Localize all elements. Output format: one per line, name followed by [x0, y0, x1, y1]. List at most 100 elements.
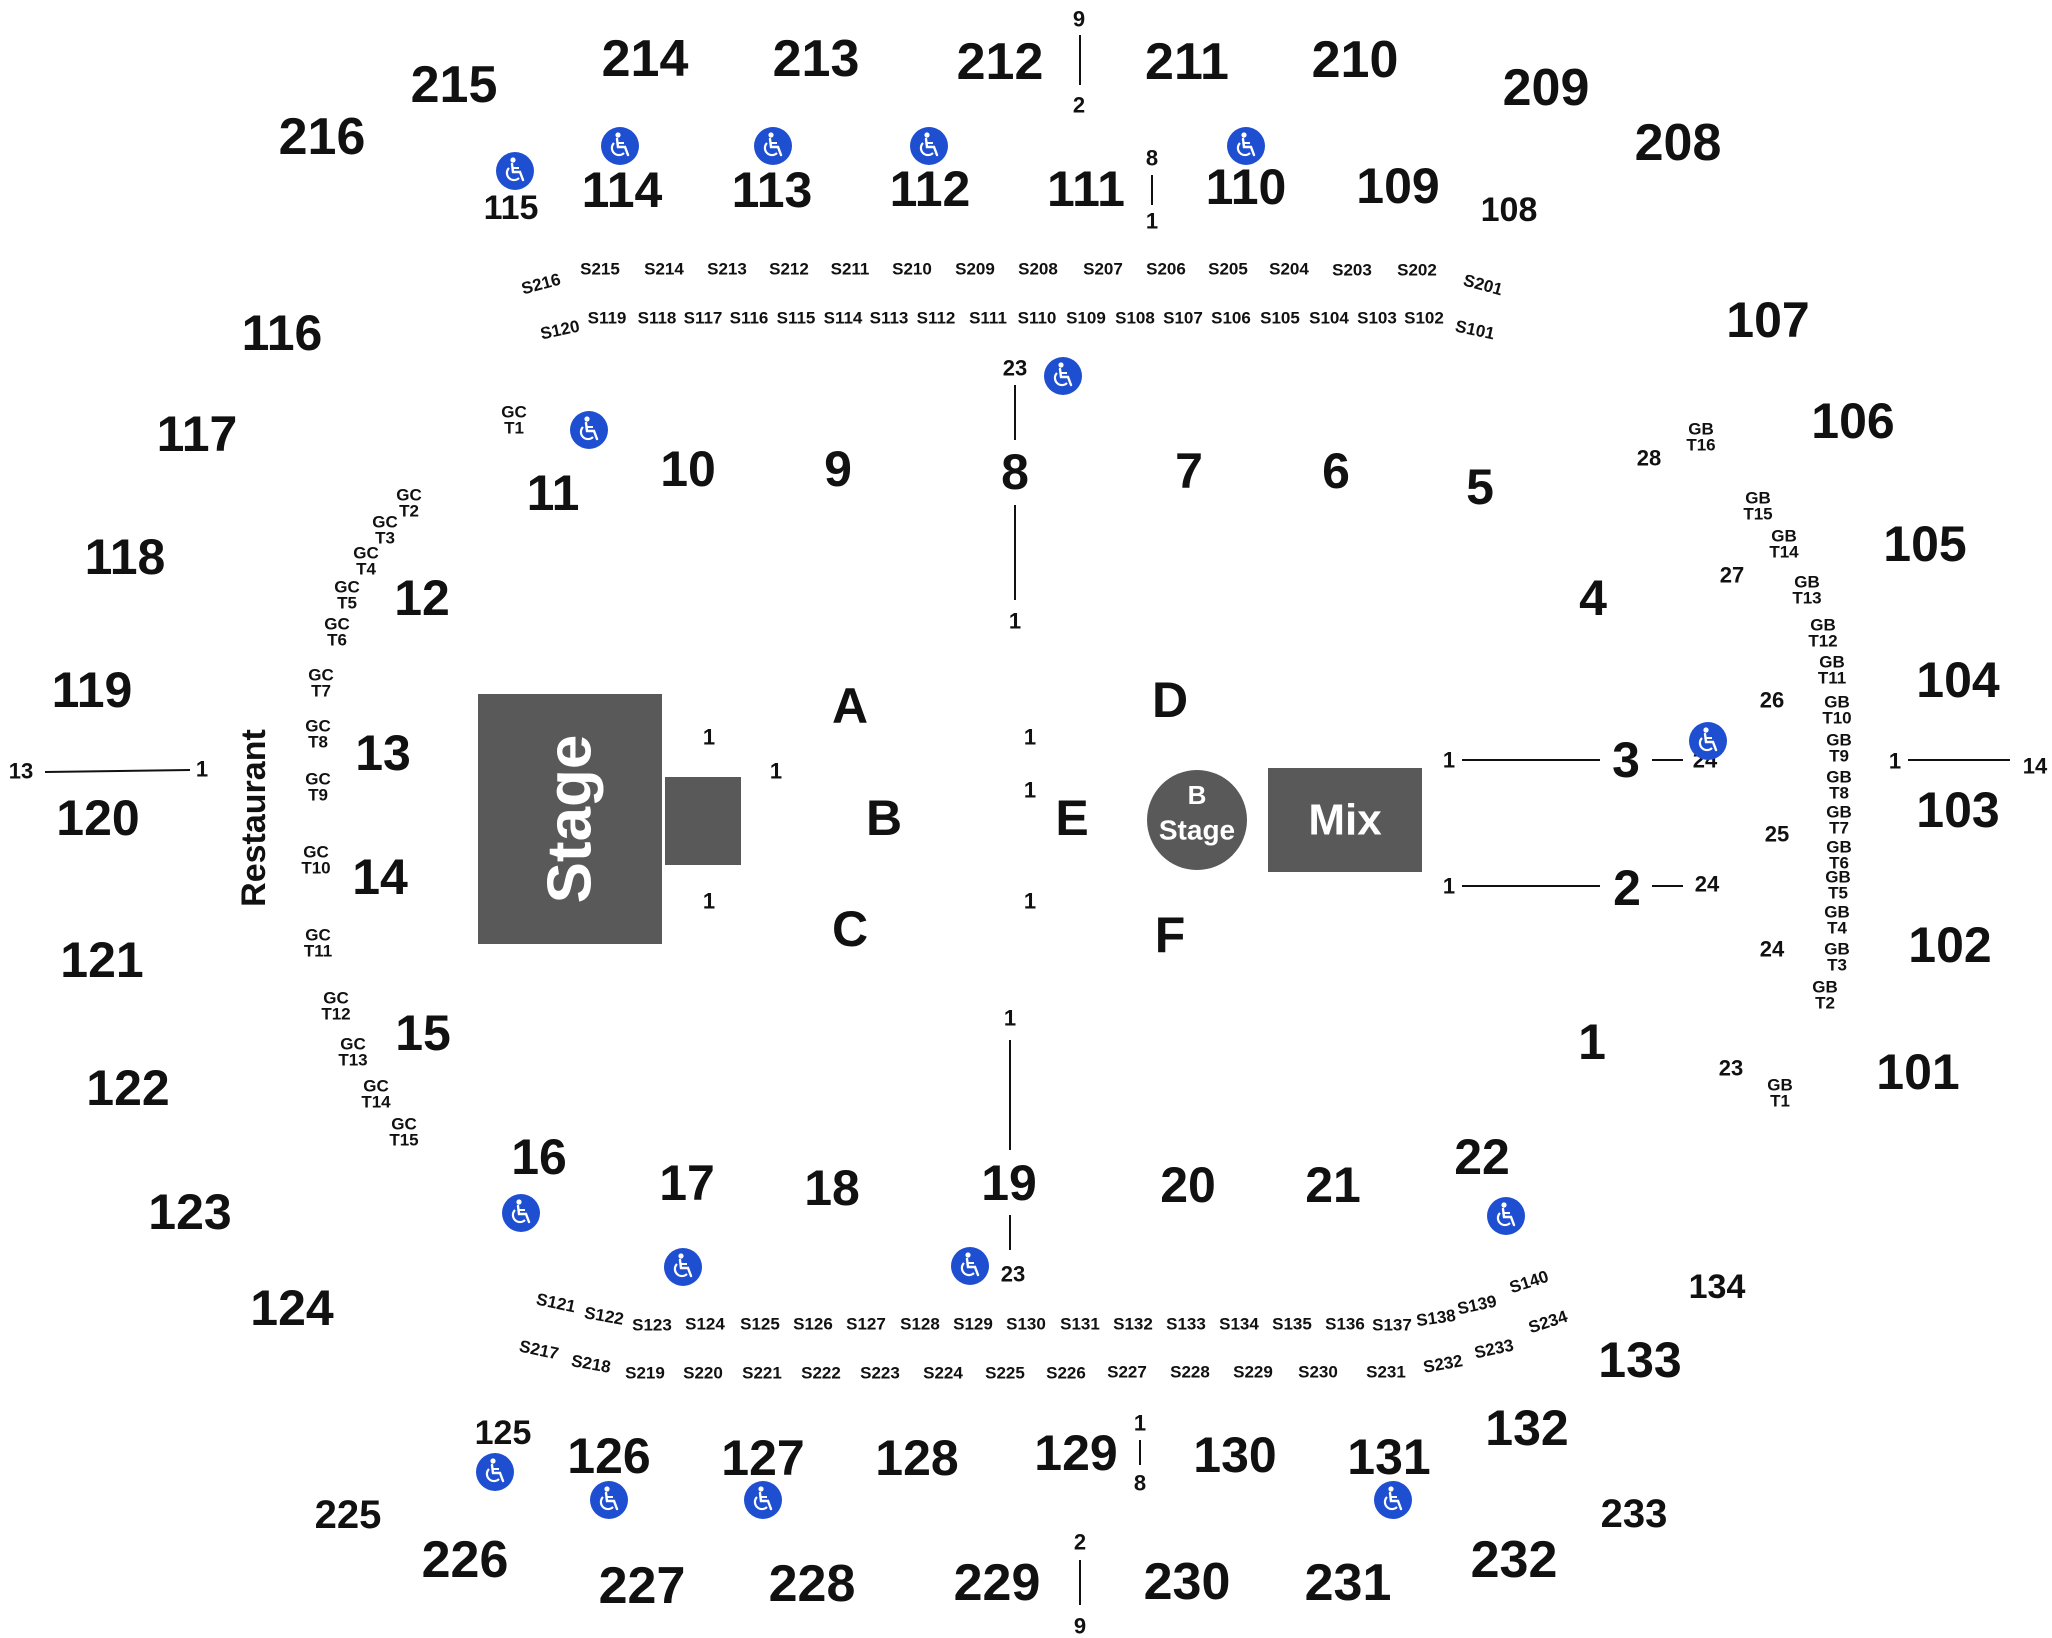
table-label[interactable]: T5	[337, 594, 357, 613]
table-label[interactable]: T10	[1822, 709, 1851, 728]
section-105[interactable]: 105	[1883, 516, 1966, 572]
suites-top-row1[interactable]: S216 S215 S214 S213 S212 S211 S210 S209 …	[519, 260, 1504, 300]
suite-label[interactable]: S137	[1372, 1316, 1412, 1335]
section-113[interactable]: 113	[732, 162, 813, 218]
suite-label[interactable]: S105	[1260, 309, 1300, 328]
section-110[interactable]: 110	[1206, 159, 1287, 215]
suite-label[interactable]: S135	[1272, 1315, 1312, 1334]
section-3[interactable]: 3	[1612, 732, 1640, 788]
table-label[interactable]: GB	[1819, 653, 1845, 672]
table-label[interactable]: T6	[327, 631, 347, 650]
table-label[interactable]: T15	[389, 1131, 418, 1150]
table-label[interactable]: GC	[340, 1035, 366, 1054]
suite-label[interactable]: S126	[793, 1315, 833, 1334]
suite-label[interactable]: S234	[1526, 1307, 1570, 1338]
suite-label[interactable]: S134	[1219, 1315, 1259, 1334]
table-label[interactable]: T2	[399, 502, 419, 521]
section-216[interactable]: 216	[279, 108, 366, 166]
table-label[interactable]: T14	[361, 1093, 391, 1112]
section-211[interactable]: 211	[1145, 33, 1229, 91]
section-129[interactable]: 129	[1034, 1425, 1117, 1481]
section-134[interactable]: 134	[1689, 1268, 1746, 1306]
table-label[interactable]: T8	[308, 733, 328, 752]
table-label[interactable]: T7	[1829, 819, 1849, 838]
section-E[interactable]: E	[1055, 790, 1088, 846]
table-label[interactable]: GB	[1826, 838, 1852, 857]
section-19[interactable]: 19	[981, 1155, 1037, 1211]
section-103[interactable]: 103	[1916, 782, 1999, 838]
table-label[interactable]: GB	[1826, 731, 1852, 750]
section-22[interactable]: 22	[1454, 1129, 1510, 1185]
suite-label[interactable]: S123	[632, 1316, 672, 1335]
table-label[interactable]: GC	[308, 666, 334, 685]
table-label[interactable]: GB	[1824, 693, 1850, 712]
suite-label[interactable]: S119	[588, 309, 627, 328]
table-label[interactable]: T9	[308, 786, 328, 805]
suite-label[interactable]: S208	[1018, 260, 1058, 279]
table-label[interactable]: GB	[1771, 527, 1797, 546]
suite-label[interactable]: S125	[740, 1315, 780, 1334]
section-107[interactable]: 107	[1726, 292, 1809, 348]
table-label[interactable]: GB	[1826, 768, 1852, 787]
table-label[interactable]: GC	[391, 1115, 417, 1134]
section-125[interactable]: 125	[475, 1414, 532, 1452]
table-label[interactable]: GC	[305, 926, 331, 945]
suite-label[interactable]: S204	[1269, 260, 1309, 279]
suite-label[interactable]: S110	[1018, 309, 1057, 328]
suite-label[interactable]: S109	[1066, 309, 1106, 328]
table-label[interactable]: T6	[1829, 854, 1849, 873]
gc-tables[interactable]: GC T1 GC T2 GC T3 GC T4 GC T5 GC T6 GC T…	[301, 403, 526, 1150]
section-102[interactable]: 102	[1908, 917, 1991, 973]
section-14[interactable]: 14	[352, 849, 408, 905]
suite-label[interactable]: S216	[519, 270, 562, 299]
table-label[interactable]: T5	[1828, 884, 1848, 903]
section-9[interactable]: 9	[824, 441, 852, 497]
suite-label[interactable]: S133	[1166, 1315, 1206, 1334]
suite-label[interactable]: S121	[535, 1290, 578, 1317]
table-label[interactable]: T1	[1770, 1092, 1790, 1111]
table-label[interactable]: T16	[1686, 436, 1715, 455]
section-104[interactable]: 104	[1916, 652, 2000, 708]
table-label[interactable]: GC	[363, 1077, 389, 1096]
table-label[interactable]: GC	[396, 486, 422, 505]
section-C[interactable]: C	[832, 901, 868, 957]
suite-label[interactable]: S113	[870, 309, 909, 328]
section-1[interactable]: 1	[1578, 1014, 1606, 1070]
table-label[interactable]: GC	[305, 770, 331, 789]
suite-label[interactable]: S104	[1309, 309, 1349, 328]
suite-label[interactable]: S231	[1366, 1363, 1406, 1382]
table-label[interactable]: GC	[324, 615, 350, 634]
suite-label[interactable]: S131	[1060, 1315, 1100, 1334]
section-131[interactable]: 131	[1347, 1429, 1430, 1485]
table-label[interactable]: GB	[1824, 940, 1850, 959]
table-label[interactable]: GB	[1824, 903, 1850, 922]
table-label[interactable]: T7	[311, 682, 331, 701]
section-123[interactable]: 123	[148, 1184, 231, 1240]
section-117[interactable]: 117	[157, 406, 238, 462]
section-116[interactable]: 116	[242, 305, 323, 361]
section-109[interactable]: 109	[1356, 158, 1439, 214]
section-227[interactable]: 227	[599, 1557, 686, 1615]
section-11[interactable]: 11	[527, 465, 580, 521]
section-15[interactable]: 15	[395, 1005, 451, 1061]
table-label[interactable]: T15	[1743, 505, 1772, 524]
table-label[interactable]: GB	[1688, 420, 1714, 439]
section-106[interactable]: 106	[1811, 393, 1894, 449]
section-10[interactable]: 10	[660, 441, 716, 497]
suite-label[interactable]: S140	[1507, 1267, 1551, 1297]
section-118[interactable]: 118	[85, 529, 166, 585]
table-label[interactable]: T12	[1808, 632, 1837, 651]
suite-label[interactable]: S112	[917, 309, 956, 328]
suite-label[interactable]: S222	[801, 1364, 841, 1383]
table-label[interactable]: GC	[501, 403, 527, 422]
section-112[interactable]: 112	[890, 161, 971, 217]
table-label[interactable]: GC	[323, 989, 349, 1008]
section-17[interactable]: 17	[659, 1155, 715, 1211]
suite-label[interactable]: S217	[518, 1337, 561, 1364]
section-114[interactable]: 114	[582, 162, 663, 218]
table-label[interactable]: GB	[1794, 573, 1820, 592]
suite-label[interactable]: S233	[1473, 1336, 1516, 1363]
section-4[interactable]: 4	[1579, 570, 1607, 626]
table-label[interactable]: GC	[353, 544, 379, 563]
table-label[interactable]: T13	[1792, 589, 1821, 608]
